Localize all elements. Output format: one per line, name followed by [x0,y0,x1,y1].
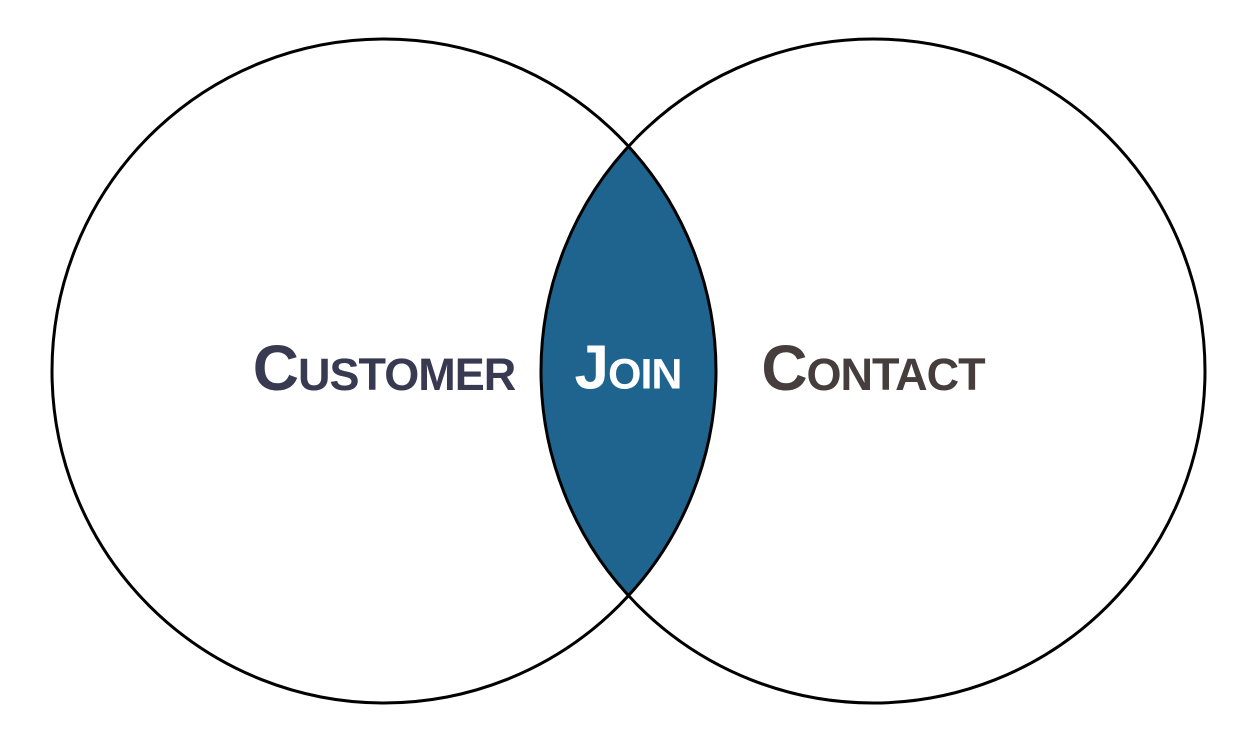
label-customer: Customer [253,332,516,404]
left-circle-customer [50,37,718,705]
label-join: Join [575,334,682,403]
label-contact: Contact [761,332,985,404]
right-circle-contact [539,37,1207,705]
